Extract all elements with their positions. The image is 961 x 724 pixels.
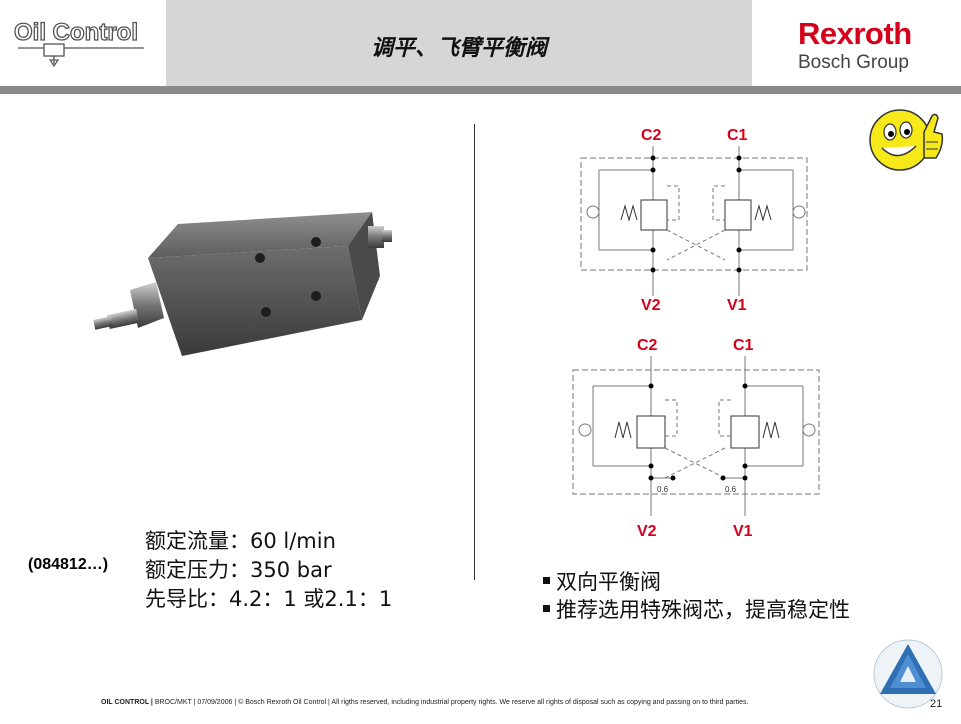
bullet-item: 推荐选用特殊阀芯，提高稳定性 [543, 594, 850, 624]
bullet-marker [543, 604, 550, 612]
footer-company-label: OIL CONTROL | [101, 699, 153, 706]
port-label-v2: V2 [637, 523, 657, 540]
bullet-marker [543, 576, 550, 584]
header-rule [0, 86, 961, 94]
orifice-label-right: 0.6 [725, 485, 737, 494]
port-label-c2: C2 [637, 337, 658, 354]
port-label-c2: C2 [641, 127, 662, 144]
triangle-badge-icon [873, 639, 943, 709]
port-label-v1: V1 [727, 297, 747, 314]
smiley-thumbs-up-icon [869, 109, 944, 171]
bullet-item: 双向平衡阀 [543, 566, 661, 596]
port-label-v2: V2 [641, 297, 661, 314]
header-brand-area: Rexroth Bosch Group [752, 0, 961, 86]
header-logo-area: Oil Control [0, 0, 166, 86]
brand-subtitle: Bosch Group [798, 52, 909, 73]
page-title: 调平、飞臂平衡阀 [370, 35, 547, 61]
spec-rated-pressure: 额定压力：350 bar [145, 558, 332, 582]
port-label-c1: C1 [727, 127, 748, 144]
column-divider [474, 124, 475, 580]
valve-photo [93, 212, 392, 356]
bullet-text: 双向平衡阀 [556, 570, 661, 594]
part-number: (084812…) [28, 556, 109, 573]
oil-control-logo-text: Oil Control [14, 19, 138, 46]
footer-legal-text: BROC/MKT | 07/09/2006 | © Bosch Rexroth … [152, 699, 749, 706]
hydraulic-schematic-top: C2 C1 V2 V1 [580, 127, 808, 314]
header-title-band: 调平、飞臂平衡阀 [166, 0, 752, 86]
spec-rated-flow: 额定流量：60 l/min [145, 529, 336, 553]
oil-control-logo-icon: Oil Control [14, 18, 144, 68]
port-label-c1: C1 [733, 337, 754, 354]
port-label-v1: V1 [733, 523, 753, 540]
spec-pilot-ratio: 先导比：4.2：1 或2.1：1 [145, 587, 393, 611]
hydraulic-schematic-bottom: C2 C1 V2 V1 0.6 0.6 [572, 337, 820, 540]
footer-copyright: OIL CONTROL | BROC/MKT | 07/09/2006 | © … [101, 698, 761, 708]
orifice-label-left: 0.6 [657, 485, 669, 494]
page-number: 21 [930, 698, 943, 710]
brand-logo-rexroth: Rexroth [798, 16, 912, 51]
bullet-text: 推荐选用特殊阀芯，提高稳定性 [556, 598, 850, 622]
